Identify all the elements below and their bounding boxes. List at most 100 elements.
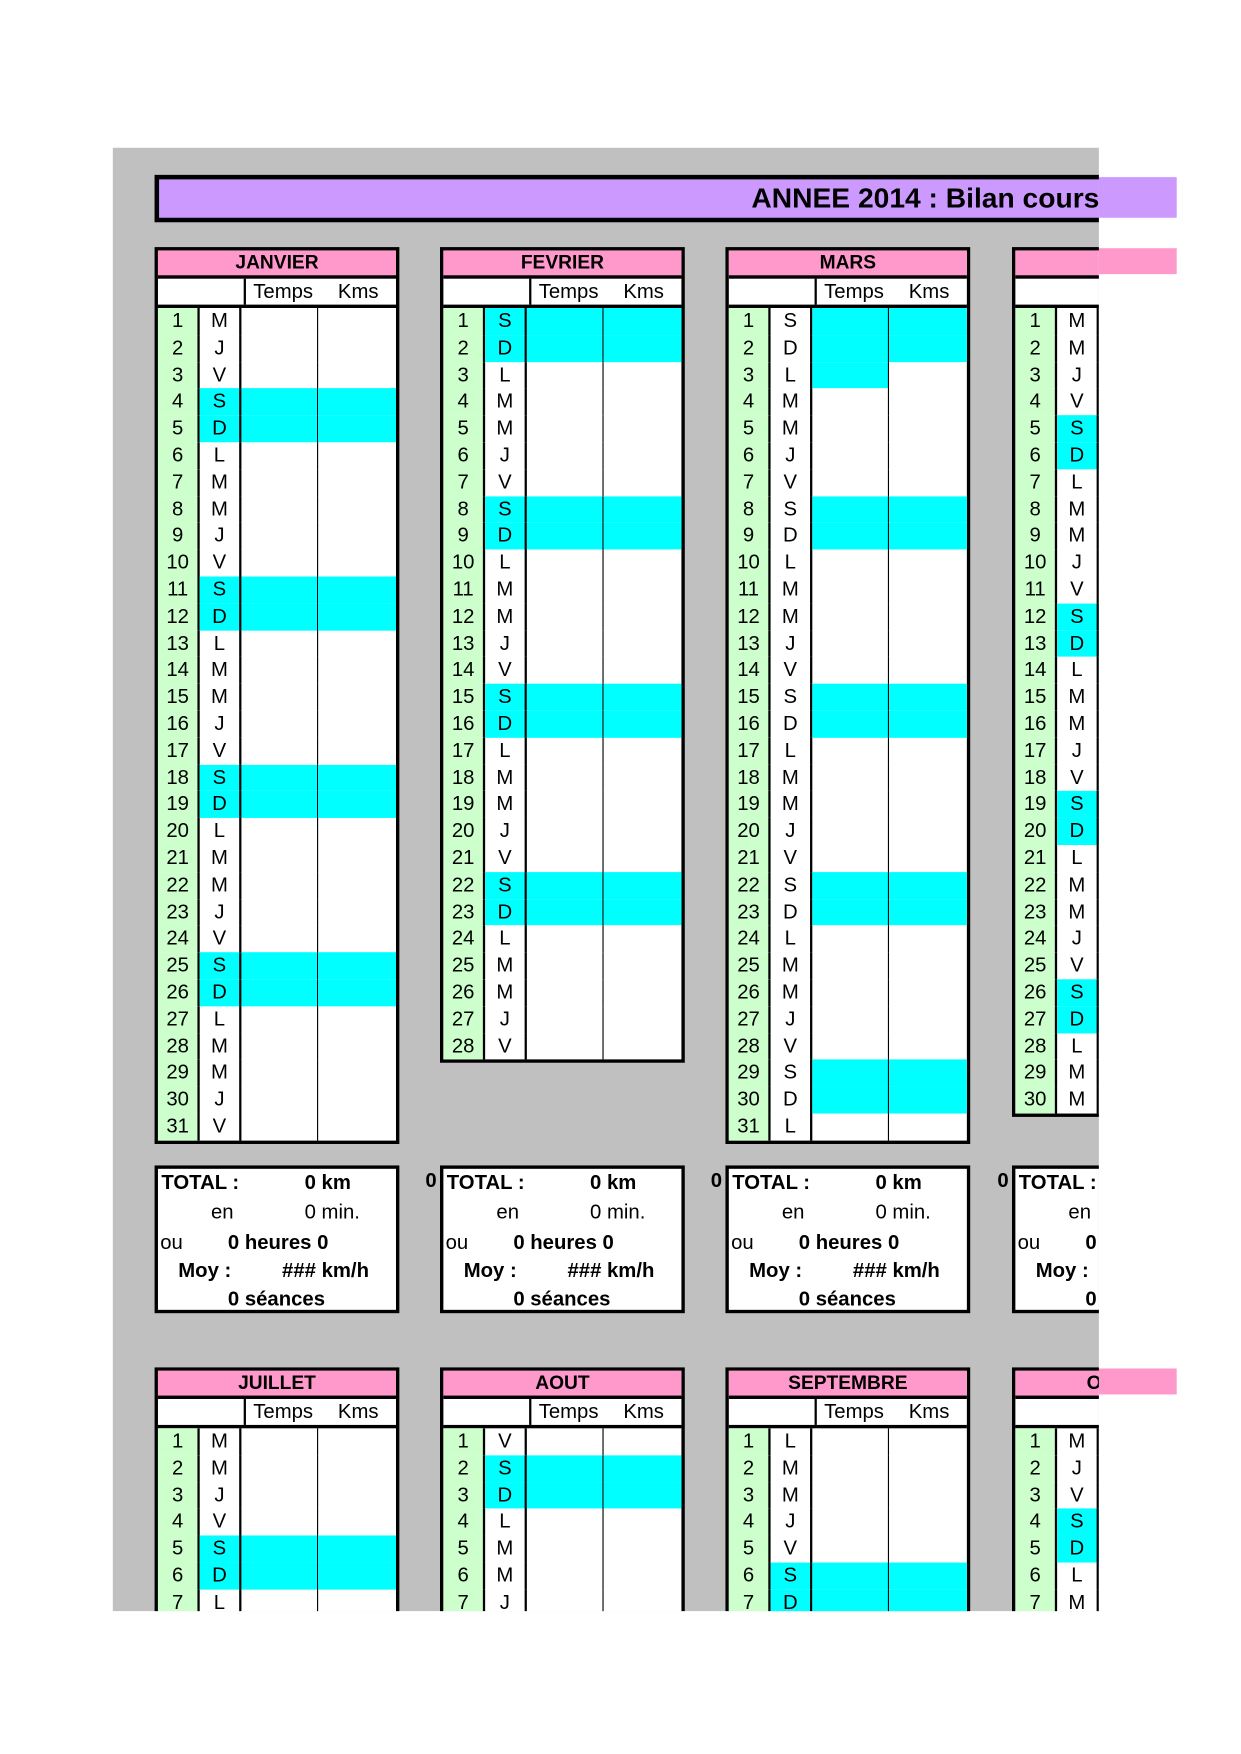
temps-cell[interactable] (241, 1481, 319, 1509)
temps-cell[interactable] (812, 549, 890, 577)
kms-cell[interactable] (604, 791, 682, 818)
kms-cell[interactable] (318, 496, 396, 523)
temps-cell[interactable] (241, 710, 319, 738)
temps-cell[interactable] (812, 710, 890, 738)
temps-cell[interactable] (241, 952, 319, 980)
temps-cell[interactable] (526, 871, 604, 899)
temps-cell[interactable] (527, 1032, 604, 1060)
kms-cell[interactable] (889, 871, 967, 899)
kms-cell[interactable] (318, 979, 396, 1007)
temps-cell[interactable] (812, 442, 890, 470)
kms-cell[interactable] (889, 1033, 967, 1060)
temps-cell[interactable] (241, 334, 319, 362)
kms-cell[interactable] (318, 469, 396, 496)
temps-cell[interactable] (241, 522, 319, 550)
temps-cell[interactable] (812, 979, 890, 1007)
temps-cell[interactable] (527, 979, 604, 1007)
temps-cell[interactable] (527, 549, 604, 577)
kms-cell[interactable] (889, 1086, 967, 1114)
temps-cell[interactable] (812, 925, 890, 953)
temps-cell[interactable] (241, 576, 319, 604)
temps-cell[interactable] (812, 522, 890, 550)
kms-cell[interactable] (318, 1589, 396, 1611)
temps-cell[interactable] (812, 818, 890, 845)
temps-cell[interactable] (812, 1006, 890, 1033)
kms-cell[interactable] (889, 1536, 967, 1563)
temps-cell[interactable] (526, 522, 604, 550)
temps-cell[interactable] (527, 603, 604, 631)
kms-cell[interactable] (318, 550, 396, 577)
temps-cell[interactable] (241, 1032, 319, 1060)
kms-cell[interactable] (889, 550, 967, 577)
temps-cell[interactable] (812, 1455, 890, 1482)
kms-cell[interactable] (604, 603, 682, 630)
kms-cell[interactable] (318, 523, 396, 550)
temps-cell[interactable] (812, 737, 890, 765)
kms-cell[interactable] (318, 1087, 396, 1114)
kms-cell[interactable] (318, 711, 396, 738)
temps-cell[interactable] (526, 1481, 604, 1509)
temps-cell[interactable] (241, 1113, 319, 1141)
temps-cell[interactable] (812, 1481, 890, 1509)
kms-cell[interactable] (889, 683, 967, 711)
temps-cell[interactable] (812, 415, 890, 443)
temps-cell[interactable] (527, 1562, 604, 1590)
temps-cell[interactable] (812, 1589, 890, 1612)
temps-cell[interactable] (527, 442, 604, 470)
kms-cell[interactable] (603, 307, 682, 335)
kms-cell[interactable] (318, 1562, 396, 1590)
kms-cell[interactable] (889, 334, 967, 362)
temps-cell[interactable] (241, 1006, 319, 1033)
kms-cell[interactable] (889, 738, 967, 765)
kms-cell[interactable] (604, 818, 682, 845)
kms-cell[interactable] (889, 1562, 967, 1590)
temps-cell[interactable] (241, 1562, 319, 1590)
kms-cell[interactable] (889, 362, 967, 389)
temps-cell[interactable] (812, 334, 890, 362)
kms-cell[interactable] (318, 899, 396, 926)
temps-cell[interactable] (241, 925, 319, 953)
kms-cell[interactable] (604, 1428, 682, 1455)
kms-cell[interactable] (889, 495, 967, 523)
kms-cell[interactable] (603, 683, 682, 711)
kms-cell[interactable] (604, 979, 682, 1006)
temps-cell[interactable] (526, 683, 604, 711)
kms-cell[interactable] (889, 389, 967, 416)
temps-cell[interactable] (812, 657, 890, 684)
temps-cell[interactable] (527, 1589, 604, 1612)
kms-cell[interactable] (604, 550, 682, 577)
kms-cell[interactable] (318, 1113, 396, 1140)
kms-cell[interactable] (318, 362, 396, 389)
temps-cell[interactable] (241, 657, 319, 684)
kms-cell[interactable] (604, 576, 682, 603)
temps-cell[interactable] (812, 1508, 890, 1536)
kms-cell[interactable] (318, 1428, 396, 1455)
temps-cell[interactable] (812, 603, 890, 631)
kms-cell[interactable] (889, 415, 967, 442)
kms-cell[interactable] (889, 1113, 967, 1140)
kms-cell[interactable] (889, 1589, 967, 1612)
kms-cell[interactable] (604, 738, 682, 765)
kms-cell[interactable] (604, 469, 682, 496)
kms-cell[interactable] (604, 1589, 682, 1611)
temps-cell[interactable] (527, 818, 604, 845)
kms-cell[interactable] (889, 1059, 967, 1087)
temps-cell[interactable] (812, 1113, 890, 1141)
temps-cell[interactable] (527, 952, 604, 980)
kms-cell[interactable] (318, 335, 396, 362)
temps-cell[interactable] (241, 1059, 319, 1087)
kms-cell[interactable] (604, 1509, 682, 1536)
kms-cell[interactable] (889, 1006, 967, 1033)
kms-cell[interactable] (603, 334, 682, 362)
temps-cell[interactable] (812, 952, 890, 980)
kms-cell[interactable] (603, 898, 682, 926)
kms-cell[interactable] (318, 1535, 396, 1563)
temps-cell[interactable] (812, 1059, 890, 1087)
temps-cell[interactable] (812, 630, 890, 658)
temps-cell[interactable] (527, 388, 604, 416)
temps-cell[interactable] (241, 683, 319, 711)
temps-cell[interactable] (241, 549, 319, 577)
temps-cell[interactable] (527, 630, 604, 658)
temps-cell[interactable] (241, 737, 319, 765)
temps-cell[interactable] (527, 764, 604, 792)
